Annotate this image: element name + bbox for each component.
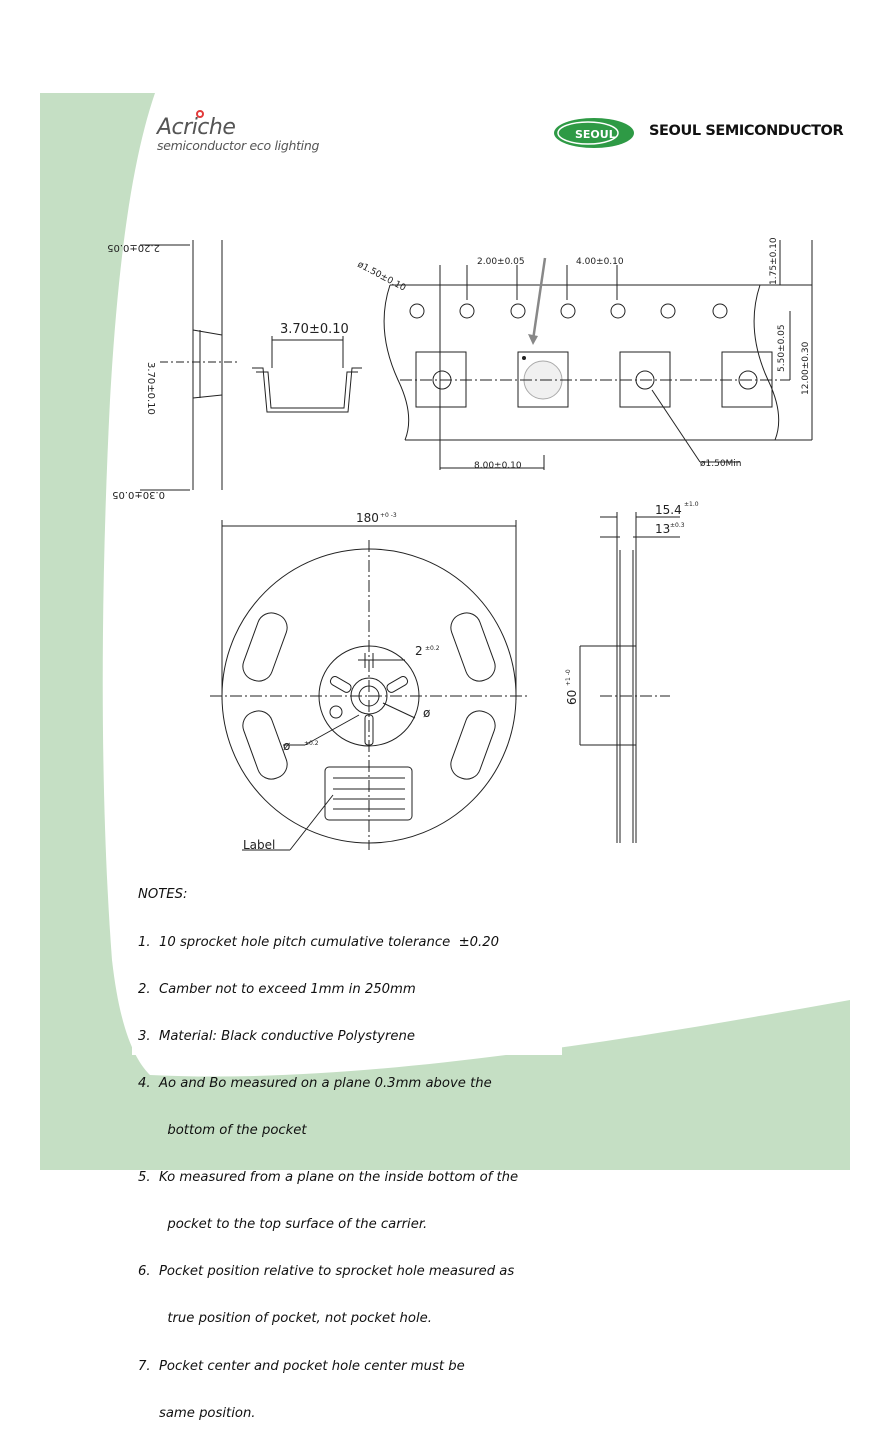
reel-side-view bbox=[579, 512, 680, 843]
dim-1-75: 1.75±0.10 bbox=[769, 237, 779, 285]
dim-phi-left: ø bbox=[283, 739, 290, 753]
note-line: bottom of the pocket bbox=[138, 1122, 307, 1138]
page-background bbox=[40, 93, 850, 1170]
dim-pitch-4: 4.00±0.10 bbox=[576, 257, 624, 267]
note-line: 4. Ao and Bo measured on a plane 0.3mm a… bbox=[138, 1075, 492, 1091]
pocket-pointer-arrow bbox=[531, 257, 547, 341]
dim-12: 12.00±0.30 bbox=[801, 341, 811, 395]
tape-top-view bbox=[383, 240, 813, 470]
dim-60: 60 bbox=[565, 690, 579, 705]
note-line: 3. Material: Black conductive Polystyren… bbox=[138, 1028, 415, 1044]
dim-phi-right: ø bbox=[423, 706, 430, 720]
dim-pitch-2: 2.00±0.05 bbox=[477, 257, 525, 267]
dim-pocket-hole: ø1.50Min bbox=[700, 459, 742, 469]
acriche-brand-tagline: semiconductor eco lighting bbox=[157, 138, 320, 153]
dim-3-70-top: 3.70±0.10 bbox=[280, 322, 349, 337]
note-line: 5. Ko measured from a plane on the insid… bbox=[138, 1170, 519, 1186]
green-swoosh-shape bbox=[40, 93, 850, 1170]
dim-13-tol: ±0.3 bbox=[670, 522, 685, 529]
dim-180-tol: +0 -3 bbox=[380, 512, 397, 519]
pocket-cross-section bbox=[252, 336, 362, 413]
note-line: 7. Pocket center and pocket hole center … bbox=[138, 1358, 465, 1374]
acriche-dot-icon bbox=[196, 110, 204, 118]
reel-drawing: 180 +0 -3 2 ±0.2 ø ±0.2 ø Label 15.4 ±1.… bbox=[210, 501, 699, 852]
note-line: same position. bbox=[138, 1405, 256, 1421]
dim-15-4-tol: ±1.0 bbox=[684, 501, 699, 508]
dim-2-20: 2.20±0.05 bbox=[107, 242, 160, 253]
tape-side-view bbox=[140, 240, 240, 491]
acriche-brand-name: Acriche bbox=[157, 115, 236, 140]
note-line: 2. Camber not to exceed 1mm in 250mm bbox=[138, 981, 416, 997]
dim-13: 13 bbox=[655, 522, 670, 536]
datasheet-page: Acriche semiconductor eco lighting SEOUL… bbox=[40, 93, 850, 1421]
dim-8: 8.00±0.10 bbox=[474, 461, 522, 471]
dim-2-tol: ±0.2 bbox=[425, 645, 440, 652]
dim-60-tol: +1 -0 bbox=[565, 669, 572, 686]
reel-front-view bbox=[210, 520, 528, 851]
note-line: true position of pocket, not pocket hole… bbox=[138, 1311, 432, 1327]
tape-drawing: 2.20±0.05 3.70±0.10 0.30±0.05 3.70±0.10 bbox=[107, 237, 813, 500]
note-line: 1. 10 sprocket hole pitch cumulative tol… bbox=[138, 934, 499, 950]
dim-5-50: 5.50±0.05 bbox=[777, 324, 787, 372]
seoul-oval-logo: SEOUL bbox=[554, 118, 634, 148]
note-line: 6. Pocket position relative to sprocket … bbox=[138, 1264, 515, 1280]
company-name: SEOUL SEMICONDUCTOR bbox=[649, 123, 844, 139]
dim-180: 180 bbox=[356, 511, 379, 525]
dim-phi-tol: ±0.2 bbox=[304, 740, 319, 747]
seoul-oval-text: SEOUL bbox=[575, 128, 616, 141]
dim-2: 2 bbox=[415, 644, 423, 658]
note-line: pocket to the top surface of the carrier… bbox=[138, 1217, 428, 1233]
reel-label-text: Label bbox=[243, 838, 275, 852]
acriche-logo: Acriche semiconductor eco lighting bbox=[157, 115, 319, 153]
notes-block: NOTES: 1. 10 sprocket hole pitch cumulat… bbox=[138, 856, 568, 1453]
notes-title: NOTES: bbox=[138, 887, 188, 903]
dim-0-30: 0.30±0.05 bbox=[112, 489, 165, 500]
dim-3-70-side: 3.70±0.10 bbox=[145, 362, 156, 415]
dim-15-4: 15.4 bbox=[655, 503, 682, 517]
